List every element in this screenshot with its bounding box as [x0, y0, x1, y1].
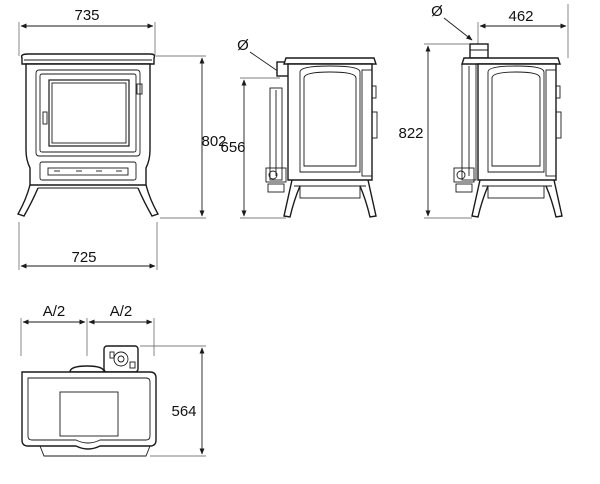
top-view: A/2 A/2 564	[20, 303, 206, 457]
side-leg-left	[283, 179, 301, 218]
top-depth-label: 564	[171, 403, 196, 420]
front-leg-right	[137, 184, 160, 217]
top-cooking-plate	[59, 391, 119, 437]
front-view: 735 802 725	[16, 7, 227, 270]
top-flue-collar	[69, 365, 105, 373]
side-flue-height-label: 656	[220, 139, 245, 156]
top-plate-inner	[27, 377, 151, 444]
rear-leg-left	[471, 179, 489, 218]
front-door-inner-frame	[39, 73, 137, 153]
side-air-inlet	[265, 167, 287, 183]
front-air-vent	[47, 167, 129, 176]
side-air-knob	[267, 183, 285, 193]
rear-door-latch	[555, 111, 562, 139]
front-width-top-label: 735	[74, 7, 99, 24]
rear-flue-offset-label: 462	[508, 8, 533, 25]
side-body	[287, 63, 373, 181]
side-door-latch	[371, 111, 378, 139]
rear-air-knob	[455, 183, 473, 193]
side-rear-shield	[269, 87, 283, 181]
top-front-base	[39, 445, 151, 457]
front-glass-inner	[51, 82, 127, 144]
rear-air-valve-icon	[456, 170, 466, 180]
top-intake-tab	[109, 351, 115, 359]
side-panel-inner	[303, 71, 357, 167]
rear-door-handle	[555, 85, 561, 99]
rear-panel-outer	[487, 65, 545, 173]
front-door-handle	[136, 83, 143, 95]
top-air-valve-center	[117, 355, 125, 363]
rear-ash-box	[487, 185, 545, 199]
rear-panel-inner	[491, 71, 541, 167]
top-intake-tab	[129, 361, 136, 369]
side-leg-right	[359, 179, 377, 218]
rear-flue-diameter-symbol: Ø	[431, 3, 443, 20]
top-plate-outline	[21, 371, 157, 450]
front-ash-drawer	[39, 161, 137, 181]
side-door-handle	[371, 85, 377, 99]
front-leg-left	[16, 184, 39, 217]
side-flue-diameter-symbol: Ø	[237, 37, 249, 54]
side-view: Ø 656	[220, 37, 378, 219]
side-ash-box	[299, 185, 361, 199]
front-width-bottom-label: 725	[71, 249, 96, 266]
top-air-valve-icon	[113, 351, 129, 367]
side-panel-outer	[299, 65, 361, 173]
rear-shield	[461, 63, 477, 181]
rear-side-view: Ø 462 822	[398, 3, 569, 219]
front-door-frame	[35, 69, 141, 157]
rear-flue-collar	[469, 43, 489, 59]
rear-body	[477, 63, 557, 181]
top-half-left-label: A/2	[43, 303, 66, 320]
rear-height-label: 822	[398, 125, 423, 142]
front-height-label: 802	[201, 133, 226, 150]
front-glass-window	[48, 79, 130, 147]
rear-top-plate	[461, 57, 561, 65]
top-half-right-label: A/2	[110, 303, 133, 320]
rear-flue-leader-line	[443, 17, 473, 41]
side-air-valve-icon	[268, 170, 278, 180]
front-door-hinge	[42, 111, 48, 125]
front-top-plate	[20, 53, 156, 65]
rear-air-inlet	[453, 167, 475, 183]
side-top-plate	[283, 57, 377, 65]
rear-leg-right	[545, 179, 563, 218]
